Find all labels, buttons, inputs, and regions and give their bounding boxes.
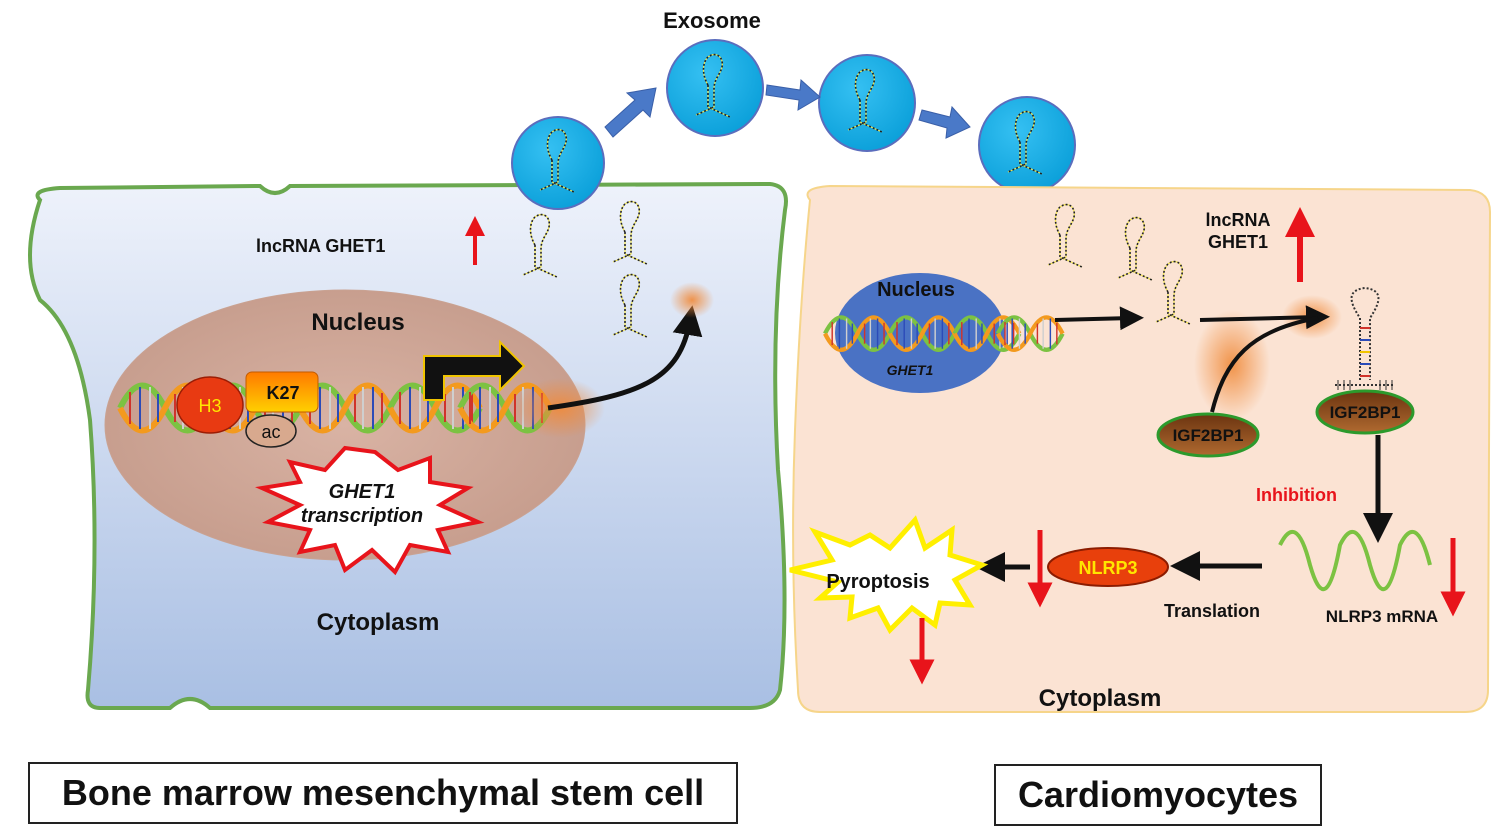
exosome-label: Exosome (663, 8, 761, 33)
inhibition-label: Inhibition (1256, 485, 1337, 505)
nlrp3-mrna-label: NLRP3 mRNA (1326, 607, 1438, 626)
nlrp3-protein (1047, 547, 1169, 587)
igf2bp1-free (1156, 412, 1260, 458)
right-gene-label: GHET1 (887, 362, 934, 378)
right-export-arrow (1054, 306, 1144, 331)
left-lncrna-label: lncRNA GHET1 (256, 236, 385, 256)
pyroptosis-label: Pyroptosis (826, 571, 929, 593)
exosome-3 (818, 54, 916, 152)
nlrp3-label: NLRP3 (1078, 558, 1137, 578)
igf2bp1-bound-label: IGF2BP1 (1330, 403, 1401, 422)
igf2bp1-free-label: IGF2BP1 (1173, 426, 1244, 445)
left-nucleus-label: Nucleus (311, 309, 404, 336)
igf2bp1-binding-arrow (1210, 316, 1319, 413)
transcription-line2: transcription (301, 505, 423, 527)
ac-mark (245, 414, 297, 448)
k27-label: K27 (266, 383, 299, 403)
exosome-4 (978, 96, 1076, 194)
exosome-1 (511, 116, 605, 210)
k27-mark (245, 371, 319, 413)
right-nucleus-label: Nucleus (877, 279, 955, 301)
nlrp3-mrna-wave (1278, 529, 1432, 592)
lncrna-structure (1335, 286, 1395, 390)
right-cell-membrane (792, 184, 1492, 713)
exosome-flow-arrows (604, 78, 971, 139)
right-lncrna-line2: GHET1 (1208, 232, 1268, 252)
right-caption: Cardiomyocytes (994, 764, 1322, 826)
left-caption: Bone marrow mesenchymal stem cell (28, 762, 738, 824)
right-lncrna-line1: lncRNA (1205, 210, 1270, 230)
translation-label: Translation (1164, 601, 1260, 621)
transcription-line1: GHET1 (329, 481, 396, 503)
transcription-start-arrow (423, 339, 526, 401)
lncrna-binding-arrow (1199, 305, 1330, 330)
igf2bp1-bound (1315, 389, 1415, 435)
pyroptosis-starburst (789, 515, 989, 635)
right-cytoplasm-label: Cytoplasm (1039, 685, 1162, 712)
transcription-starburst (255, 445, 485, 576)
exosome-2 (666, 39, 764, 137)
h3-histone (176, 376, 244, 434)
export-arrow (547, 305, 703, 411)
left-cytoplasm-label: Cytoplasm (317, 609, 440, 636)
h3-label: H3 (198, 396, 221, 416)
ac-label: ac (261, 422, 280, 442)
